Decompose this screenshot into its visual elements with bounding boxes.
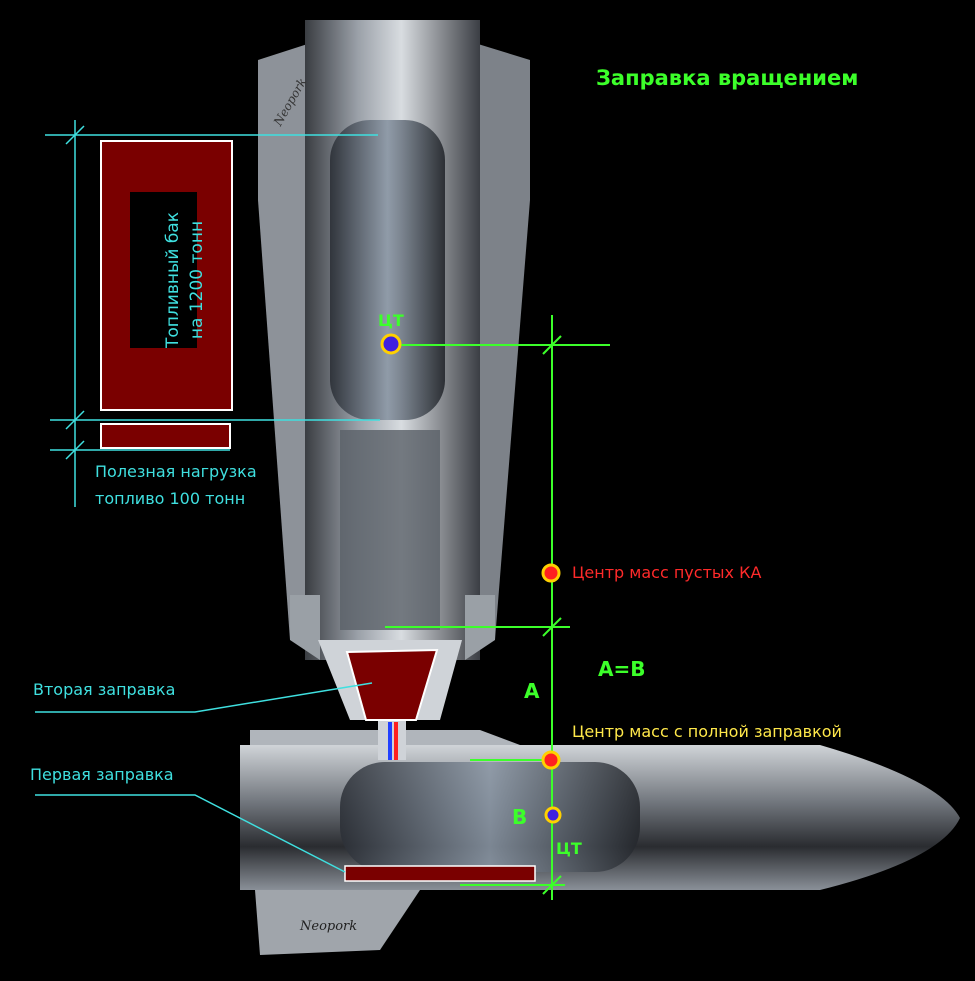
fuel-tank-label-line1: Топливный бак bbox=[163, 212, 183, 348]
fuel-tank-label-box bbox=[130, 192, 197, 348]
cg-bottom-marker bbox=[544, 806, 562, 824]
full-mass-center-marker bbox=[541, 750, 561, 770]
first-refuel-label: Первая заправка bbox=[30, 765, 174, 784]
b-label: B bbox=[512, 805, 528, 829]
a-label: A bbox=[524, 679, 540, 703]
equation-label: A=B bbox=[598, 657, 646, 681]
payload-box bbox=[100, 423, 231, 449]
cg-top-label: ЦТ bbox=[378, 311, 404, 330]
horizontal-starship bbox=[240, 720, 960, 955]
fuel-tank-label-line2: на 1200 тонн bbox=[187, 220, 207, 340]
payload-label-line1: Полезная нагрузка bbox=[95, 462, 257, 481]
cg-top-marker bbox=[380, 333, 402, 355]
payload-label: Полезная нагрузка топливо 100 тонн bbox=[95, 458, 257, 512]
empty-mass-center-marker bbox=[541, 563, 561, 583]
tank-dimension-lines bbox=[35, 120, 380, 873]
empty-mass-center-label: Центр масс пустых КА bbox=[572, 563, 762, 582]
second-refuel-tank bbox=[345, 648, 439, 721]
vertical-starship bbox=[258, 20, 530, 720]
cg-bottom-label: ЦТ bbox=[556, 839, 582, 858]
first-refuel-tank bbox=[344, 865, 536, 882]
page-title: Заправка вращением bbox=[596, 66, 859, 90]
second-refuel-label: Вторая заправка bbox=[33, 680, 176, 699]
full-mass-center-label: Центр масс с полной заправкой bbox=[572, 722, 842, 741]
payload-label-line2: топливо 100 тонн bbox=[95, 489, 246, 508]
logo-bottom: Neopork bbox=[299, 919, 357, 934]
mass-center-lines bbox=[385, 315, 610, 900]
fuel-tank-label: Топливный бак на 1200 тонн bbox=[161, 200, 209, 360]
